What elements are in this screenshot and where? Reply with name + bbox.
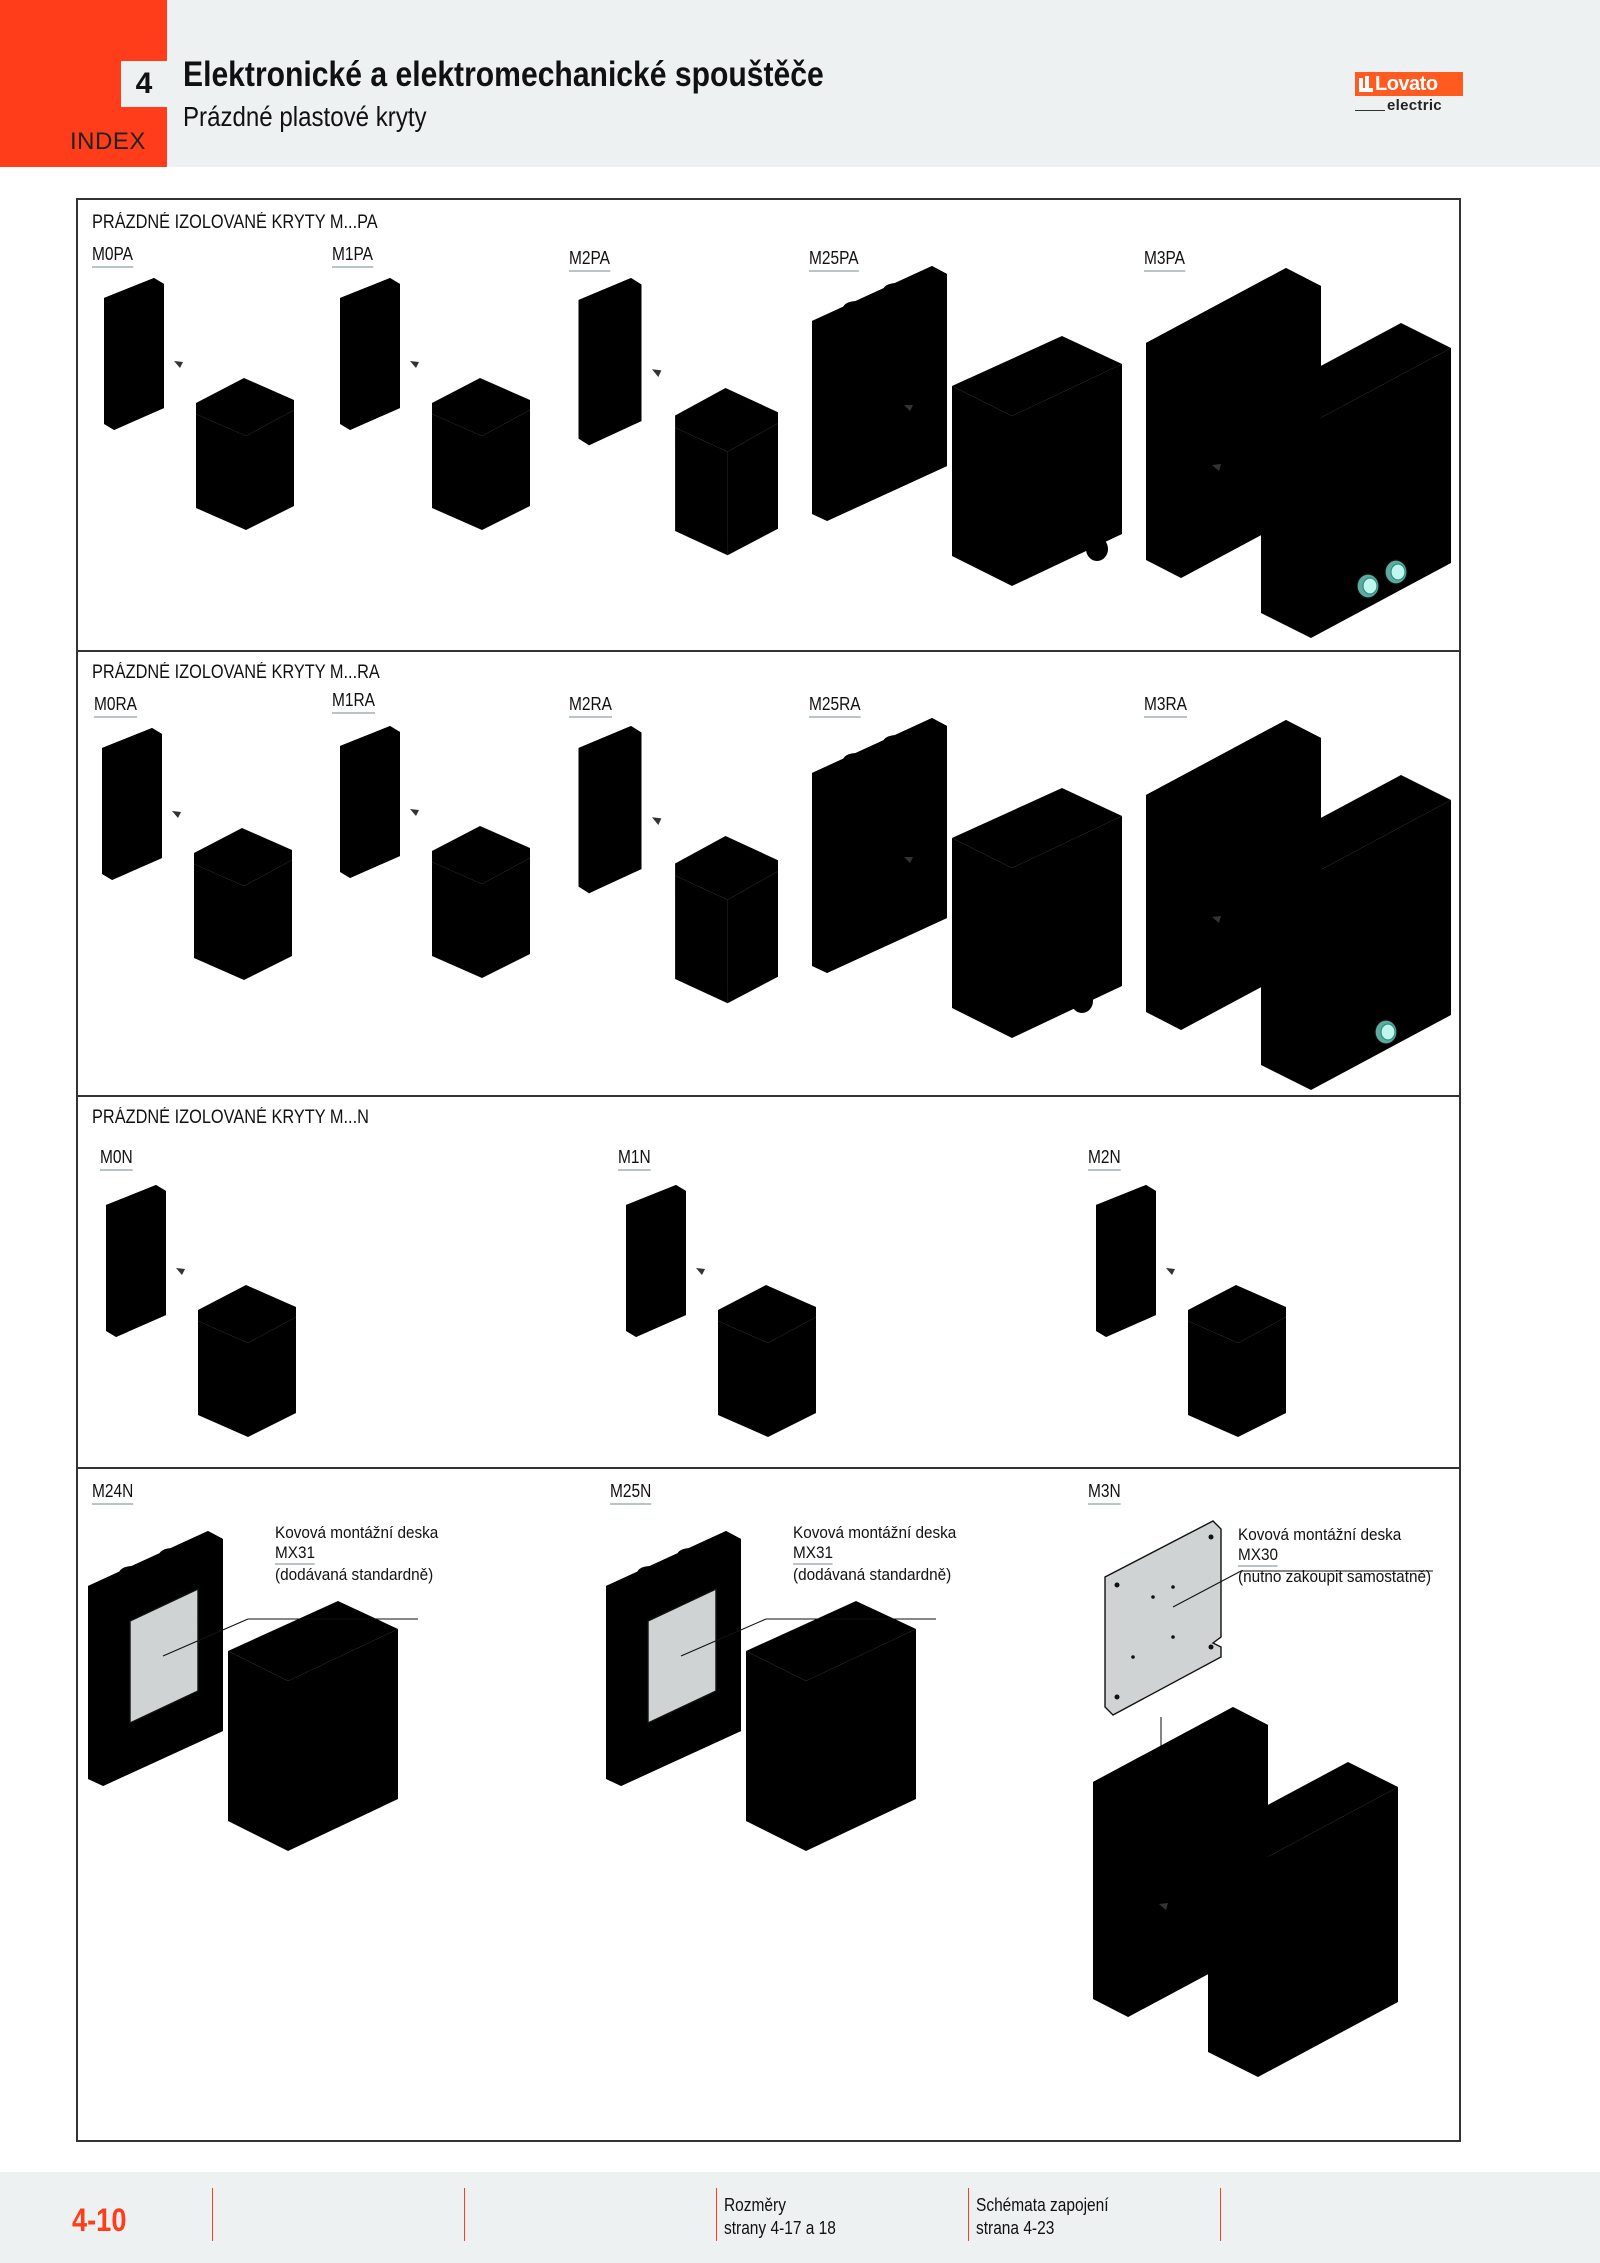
enclosure-m0pa-drawing: [104, 278, 294, 530]
logo-brand: Lovato: [1375, 72, 1438, 95]
item-label-m24n: M24N: [92, 1481, 134, 1505]
item-label-m1pa: M1PA: [332, 244, 374, 268]
item-label-m2pa: M2PA: [569, 248, 611, 272]
enclosure-m3ra-drawing: [1146, 720, 1451, 1090]
chapter-number: 4: [121, 61, 167, 107]
footer-divider: [464, 2188, 465, 2241]
item-label-m0pa: M0PA: [92, 244, 134, 268]
footer-divider: [716, 2188, 717, 2241]
enclosure-m25n-drawing: [606, 1531, 936, 1851]
footer-link-title: Schémata zapojení: [976, 2195, 1109, 2215]
plate-code: MX31: [793, 1543, 833, 1565]
item-label-m0n: M0N: [100, 1147, 133, 1171]
section-n: PRÁZDNÉ IZOLOVANÉ KRYTY M...N M0N M1N M2…: [78, 1097, 1459, 1469]
footer-divider: [212, 2188, 213, 2241]
callout-m25n: Kovová montážní deska MX31 (dodávaná sta…: [793, 1523, 956, 1585]
callout-line3: (nutno zakoupit samostatně): [1238, 1567, 1432, 1586]
callout-line3: (dodávaná standardně): [275, 1565, 434, 1584]
lovato-logo: Lovato electric: [1355, 72, 1463, 114]
callout-line3: (dodávaná standardně): [793, 1565, 952, 1584]
callout-line1: Kovová montážní deska: [275, 1523, 439, 1542]
footer-link-pages: strana 4-23: [976, 2218, 1055, 2238]
plate-code: MX31: [275, 1543, 315, 1565]
footer-link-dimensions[interactable]: Rozměry strany 4-17 a 18: [724, 2194, 836, 2240]
item-label-m25pa: M25PA: [809, 248, 859, 272]
enclosure-m2pa-drawing: [578, 278, 778, 556]
mounting-plate-mx30-drawing: [1093, 1520, 1433, 2077]
enclosure-m0ra-drawing: [102, 728, 292, 980]
item-label-m3pa: M3PA: [1144, 248, 1186, 272]
content-frame: PRÁZDNÉ IZOLOVANÉ KRYTY M...PA M0PA M1PA…: [76, 198, 1461, 2142]
page-title: Elektronické a elektromechanické spouště…: [183, 55, 824, 94]
index-link[interactable]: INDEX: [70, 128, 146, 155]
section-title: PRÁZDNÉ IZOLOVANÉ KRYTY M...N: [92, 1107, 369, 1128]
item-label-m2n: M2N: [1088, 1147, 1121, 1171]
callout-line1: Kovová montážní deska: [793, 1523, 957, 1542]
footer-link-pages: strany 4-17 a 18: [724, 2218, 836, 2238]
page-footer: 4-10 Rozměry strany 4-17 a 18 Schémata z…: [0, 2172, 1600, 2263]
item-label-m3n: M3N: [1088, 1481, 1121, 1505]
section-pa: PRÁZDNÉ IZOLOVANÉ KRYTY M...PA M0PA M1PA…: [78, 200, 1459, 652]
logo-mark-icon: [1359, 76, 1373, 92]
footer-divider: [1220, 2188, 1221, 2241]
item-label-m3ra: M3RA: [1144, 694, 1188, 718]
item-label-m0ra: M0RA: [94, 694, 138, 718]
enclosure-m1pa-drawing: [340, 278, 530, 530]
item-label-m2ra: M2RA: [569, 694, 613, 718]
enclosure-m3pa-drawing: [1146, 268, 1451, 638]
logo-sub: electric: [1387, 97, 1442, 114]
callout-m3n: Kovová montážní deska MX30 (nutno zakoup…: [1238, 1525, 1431, 1587]
item-label-m1ra: M1RA: [332, 690, 376, 714]
footer-link-title: Rozměry: [724, 2195, 786, 2215]
page-subtitle: Prázdné plastové kryty: [183, 101, 427, 132]
enclosure-m25ra-drawing: [812, 718, 1122, 1038]
enclosure-m2n-drawing: [1096, 1185, 1286, 1437]
section-ra: PRÁZDNÉ IZOLOVANÉ KRYTY M...RA M0RA M1RA…: [78, 652, 1459, 1097]
item-label-m1n: M1N: [618, 1147, 651, 1171]
page-header: [0, 0, 1600, 167]
callout-m24n: Kovová montážní deska MX31 (dodávaná sta…: [275, 1523, 438, 1585]
enclosure-m1ra-drawing: [340, 726, 530, 978]
footer-divider: [968, 2188, 969, 2241]
plate-code: MX30: [1238, 1545, 1278, 1567]
enclosure-m25pa-drawing: [812, 266, 1122, 586]
enclosure-m2ra-drawing: [578, 726, 778, 1004]
section-n-large: M24N Kovová montážní deska MX31 (dodávan…: [78, 1469, 1459, 2144]
enclosure-m0n-drawing: [106, 1185, 296, 1437]
section-title: PRÁZDNÉ IZOLOVANÉ KRYTY M...PA: [92, 212, 378, 233]
enclosure-m24n-drawing: [88, 1531, 418, 1851]
enclosure-m1n-drawing: [626, 1185, 816, 1437]
callout-line1: Kovová montážní deska: [1238, 1525, 1402, 1544]
item-label-m25n: M25N: [610, 1481, 652, 1505]
section-title: PRÁZDNÉ IZOLOVANÉ KRYTY M...RA: [92, 662, 380, 683]
chapter-index-tab[interactable]: 4 INDEX: [0, 0, 167, 167]
footer-link-wiring[interactable]: Schémata zapojení strana 4-23: [976, 2194, 1109, 2240]
page-number: 4-10: [72, 2202, 127, 2238]
item-label-m25ra: M25RA: [809, 694, 861, 718]
